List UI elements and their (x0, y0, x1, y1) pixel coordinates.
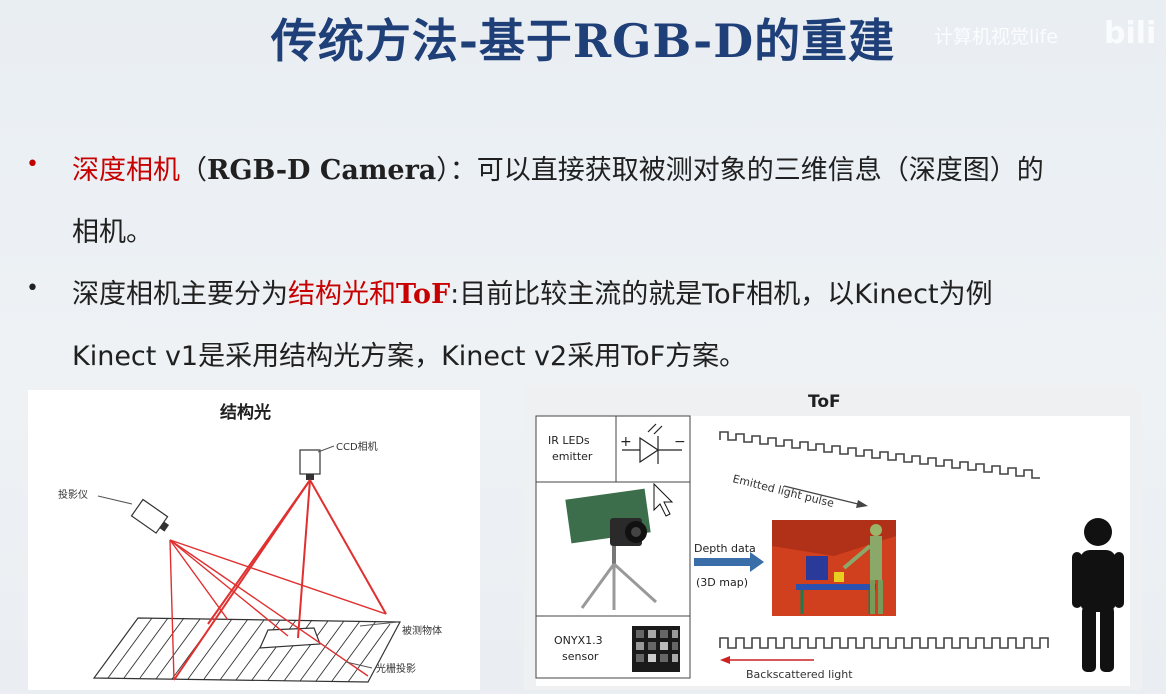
structured-light-figure: 结构光 (28, 390, 480, 690)
grating-plane (92, 617, 401, 683)
label-onyx: ONYX1.3 (554, 634, 603, 647)
measured-object (259, 627, 321, 649)
structured-light-diagram: CCD相机 投影仪 被测物体 光栅投影 (58, 440, 442, 683)
label-object: 被测物体 (402, 624, 442, 637)
label-ir-leds: IR LEDs (548, 434, 590, 447)
label-projector: 投影仪 (58, 488, 88, 501)
tof-figure: ToF IR LEDs emitter + − (524, 386, 1142, 690)
backscatter-arrow-icon (720, 656, 730, 664)
backscattered-wave (719, 637, 1049, 649)
led-symbol-icon (622, 423, 682, 464)
emitted-pulse-wave (719, 431, 1040, 479)
bilibili-logo: bili (1104, 16, 1157, 51)
depth-map-image (772, 520, 896, 616)
sensor-grid-icon (632, 626, 680, 672)
structured-light-title: 结构光 (220, 403, 271, 423)
camera-rays (173, 479, 387, 681)
bullet-2-line-2: Kinect v1是采用结构光方案，Kinect v2采用ToF方案。 (72, 341, 747, 372)
label-ccd-camera: CCD相机 (336, 440, 378, 453)
watermark-text: 计算机视觉life (934, 26, 1058, 48)
tof-camera-icon (565, 488, 658, 610)
bullet-1-line-2: 相机。 (72, 217, 153, 248)
projector-icon (130, 498, 170, 534)
slide-title: 传统方法-基于RGB-D的重建 (270, 14, 896, 68)
bullet-dot-2: • (26, 276, 39, 301)
label-sensor: sensor (562, 650, 599, 663)
label-emitter: emitter (552, 450, 593, 463)
depth-arrow-icon (750, 552, 764, 572)
mouse-cursor-icon (653, 482, 674, 517)
svg-text:+: + (620, 434, 632, 450)
svg-text:−: − (674, 434, 686, 450)
ccd-camera-icon (299, 449, 321, 475)
bullet-dot-1: • (26, 152, 39, 177)
person-icon (1072, 518, 1124, 672)
projector-rays (169, 539, 387, 681)
label-depth-data: Depth data (694, 542, 756, 555)
bullet-2-line-1: 深度相机主要分为结构光和ToF:目前比较主流的就是ToF相机，以Kinect为例 (72, 279, 993, 310)
tof-diagram: IR LEDs emitter + − ONYX1.3 se (535, 415, 1130, 686)
label-backscattered: Backscattered light (746, 668, 853, 681)
label-3d-map: (3D map) (696, 576, 748, 589)
bullet-1-english: RGB-D Camera (207, 155, 437, 186)
bullet-1-highlight: 深度相机 (72, 155, 180, 186)
bullet-1-line-1: 深度相机（RGB-D Camera）：可以直接获取被测对象的三维信息（深度图）的 (72, 155, 1044, 186)
tof-title: ToF (808, 392, 841, 412)
label-grating: 光栅投影 (376, 662, 416, 675)
